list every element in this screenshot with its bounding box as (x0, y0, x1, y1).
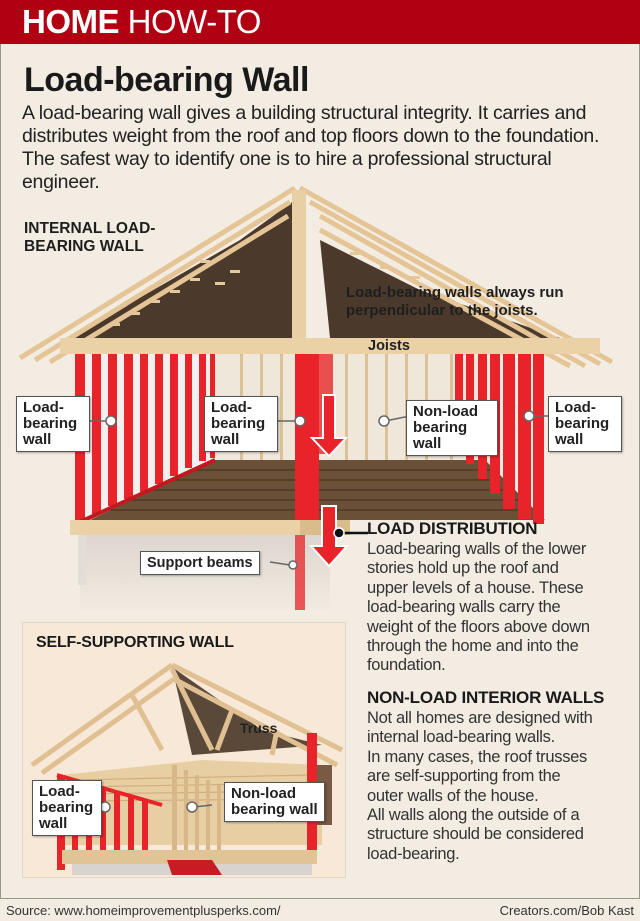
non-load-heading: NON-LOAD INTERIOR WALLS (367, 688, 605, 707)
text-line: In many cases, the roof trusses (367, 747, 587, 766)
heading-line: INTERNAL LOAD- (24, 220, 156, 237)
text-line: through the home and into the (367, 637, 579, 656)
callout-line: Load- (211, 399, 252, 416)
text-line: weight of the floors above down (367, 617, 590, 636)
source-credit: Source: www.homeimprovementplusperks.com… (6, 903, 281, 918)
non-load-text: Not all homes are designed with internal… (367, 709, 635, 864)
load-distribution-heading: LOAD DISTRIBUTION (367, 519, 538, 538)
text-line: foundation. (367, 656, 446, 675)
callout-line: bearing (555, 415, 610, 432)
callout-line: bearing (211, 415, 266, 432)
callout-line: wall (39, 815, 68, 832)
brand-title: HOME HOW-TO (22, 2, 261, 42)
callout-line: bearing (413, 419, 468, 436)
text-line: outer walls of the house. (367, 786, 539, 805)
house-framing-illustration (18, 185, 614, 610)
callout-line: bearing wall (231, 801, 318, 818)
callout-line: wall (211, 431, 240, 448)
intro-paragraph: A load-bearing wall gives a building str… (22, 102, 600, 193)
page-title: Load-bearing Wall (24, 61, 309, 99)
callout-line: Non-load (413, 403, 478, 420)
inset-heading: SELF-SUPPORTING WALL (36, 634, 234, 651)
callout-load-bearing-center: Load- bearing wall (204, 396, 278, 452)
text-line: structure should be considered (367, 825, 584, 844)
internal-wall-heading: INTERNAL LOAD- BEARING WALL (24, 220, 155, 256)
callout-load-bearing-right: Load- bearing wall (548, 396, 622, 452)
brand-bold: HOME (22, 3, 120, 40)
callout-line: Load- (555, 399, 596, 416)
note-line: perpendicular to the joists. (346, 302, 538, 319)
callout-line: wall (555, 431, 584, 448)
text-line: stories hold up the roof and (367, 559, 559, 578)
text-line: Load-bearing walls of the lower (367, 540, 587, 558)
callout-line: wall (23, 431, 52, 448)
brand-light: HOW-TO (127, 3, 262, 40)
callout-line: bearing (39, 799, 94, 816)
callout-line: bearing (23, 415, 78, 432)
text-line: Not all homes are designed with (367, 709, 593, 727)
callout-non-load-bearing: Non-load bearing wall (406, 400, 498, 456)
inset-callout-load-bearing: Load- bearing wall (32, 780, 102, 836)
callout-line: Non-load (231, 785, 296, 802)
truss-label: Truss (240, 720, 278, 736)
artist-credit: Creators.com/Bob Kast (499, 903, 634, 918)
inset-callout-non-load-bearing: Non-load bearing wall (224, 782, 325, 822)
callout-line: Load- (23, 399, 64, 416)
text-line: load-bearing. (367, 844, 460, 863)
callout-line: Load- (39, 783, 80, 800)
callout-load-bearing-left: Load- bearing wall (16, 396, 90, 452)
callout-line: wall (413, 435, 442, 452)
note-line: Load-bearing walls always run (346, 284, 564, 301)
joists-label: Joists (368, 338, 410, 354)
text-line: internal load-bearing walls. (367, 728, 555, 747)
heading-line: BEARING WALL (24, 238, 144, 255)
load-distribution-text: Load-bearing walls of the lower stories … (367, 540, 632, 676)
header-banner: HOME HOW-TO (0, 0, 640, 44)
callout-support-beams: Support beams (140, 551, 260, 575)
text-line: are self-supporting from the (367, 767, 561, 786)
text-line: All walls along the outside of a (367, 806, 580, 825)
perpendicular-note: Load-bearing walls always run perpendicu… (346, 284, 564, 320)
text-line: upper levels of a house. These (367, 578, 584, 597)
truss-framing-illustration (30, 662, 344, 875)
text-line: load-bearing walls carry the (367, 598, 561, 617)
